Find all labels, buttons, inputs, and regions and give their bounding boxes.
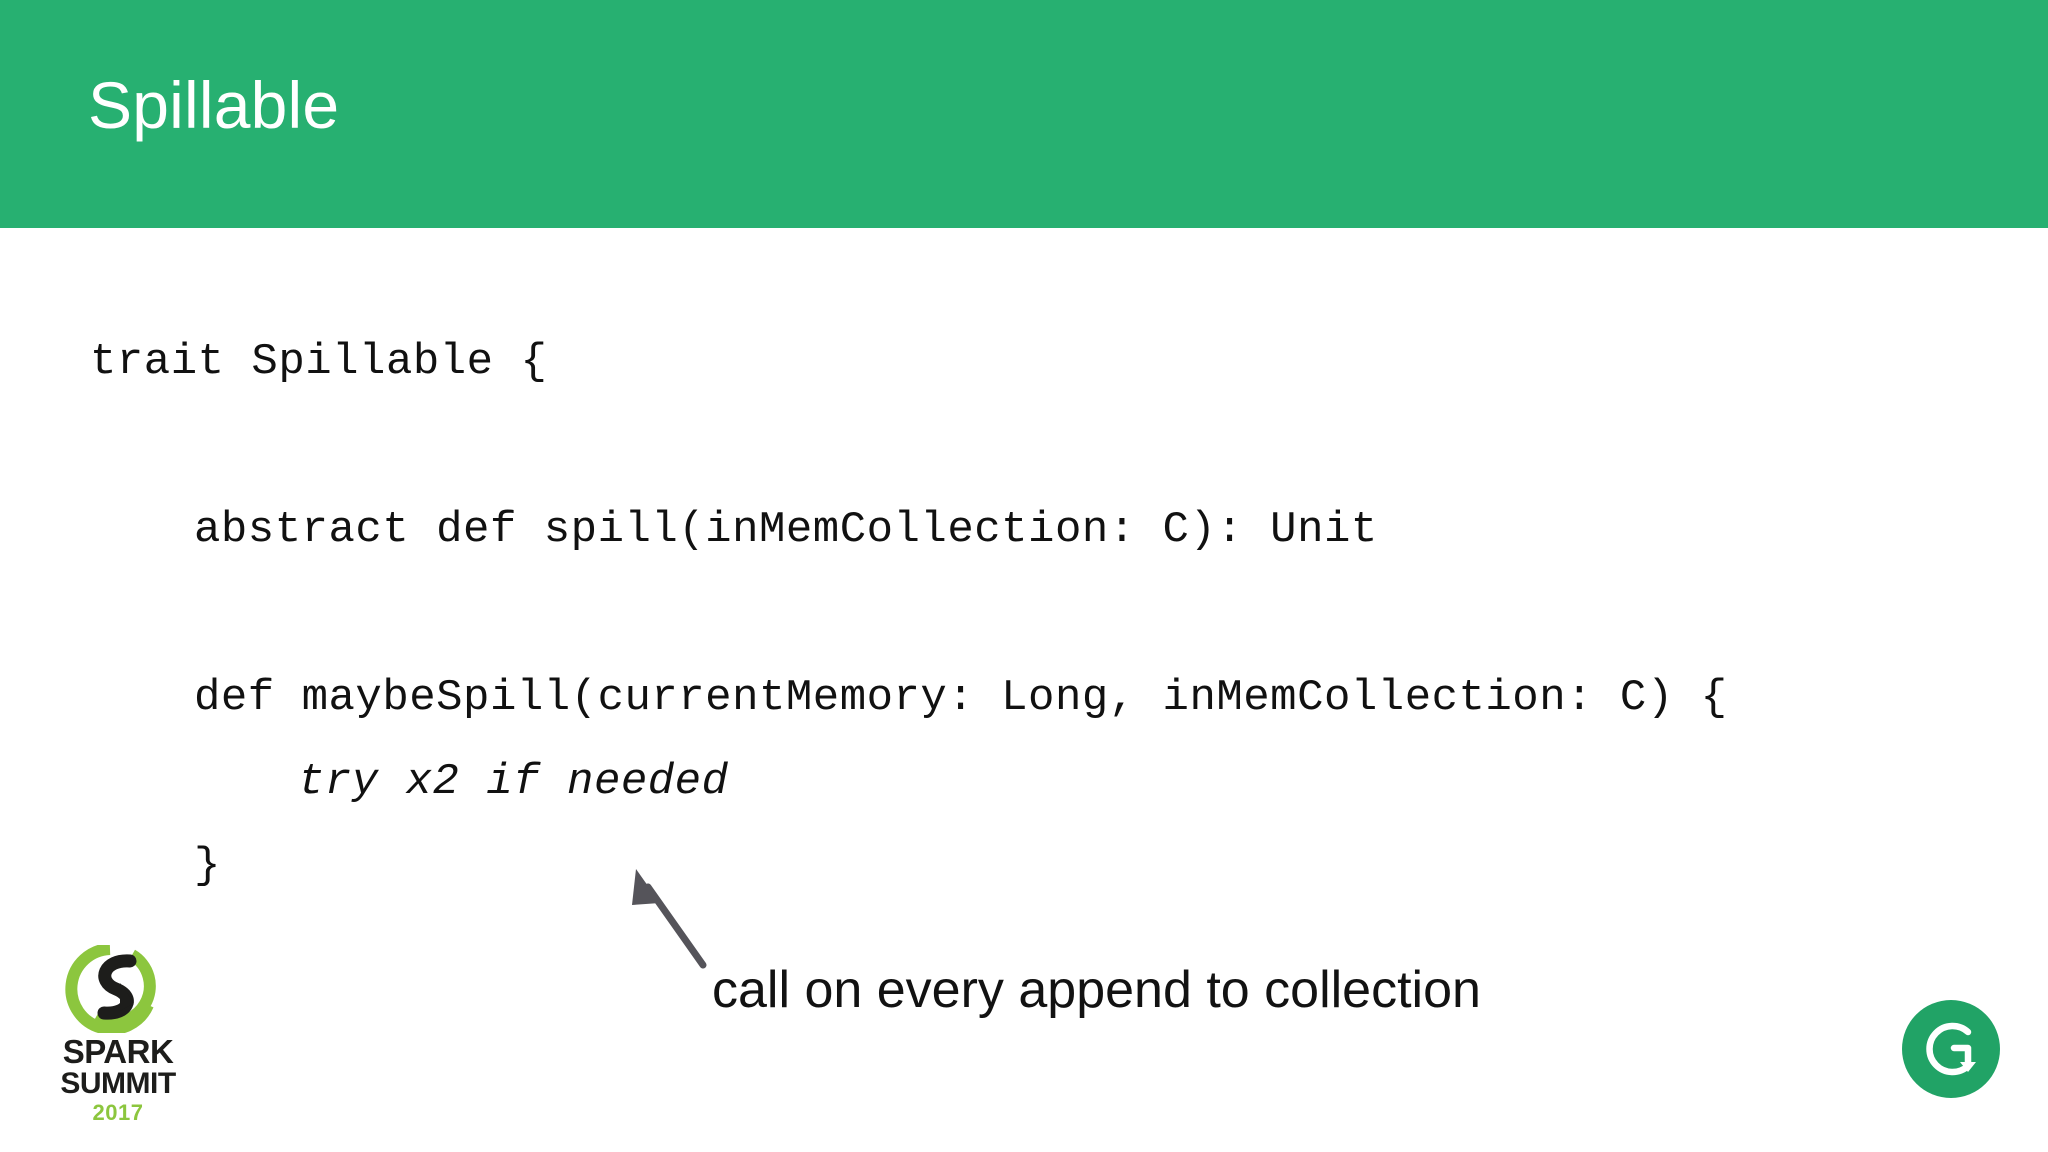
spark-summit-year: 2017 — [92, 1100, 144, 1125]
annotation-arrow-icon — [600, 845, 750, 995]
annotation-label: call on every append to collection — [712, 961, 1481, 1019]
code-line: def maybeSpill(currentMemory: Long, inMe… — [194, 673, 1728, 723]
slide-header-bar — [0, 0, 2048, 228]
page-title: Spillable — [88, 68, 340, 142]
spark-summit-mark-icon — [48, 943, 188, 1035]
code-line-emphasis: try x2 if needed — [298, 757, 729, 807]
code-line: abstract def spill(inMemCollection: C): … — [194, 505, 1378, 555]
spark-summit-line2: SUMMIT — [60, 1067, 176, 1100]
grammarly-badge-icon[interactable] — [1902, 1000, 2000, 1098]
spark-summit-logo: SPARK SUMMIT 2017 — [48, 943, 188, 1124]
code-line: } — [194, 841, 221, 891]
spark-summit-line1: SPARK — [62, 1033, 174, 1070]
code-line: trait Spillable { — [90, 337, 548, 387]
